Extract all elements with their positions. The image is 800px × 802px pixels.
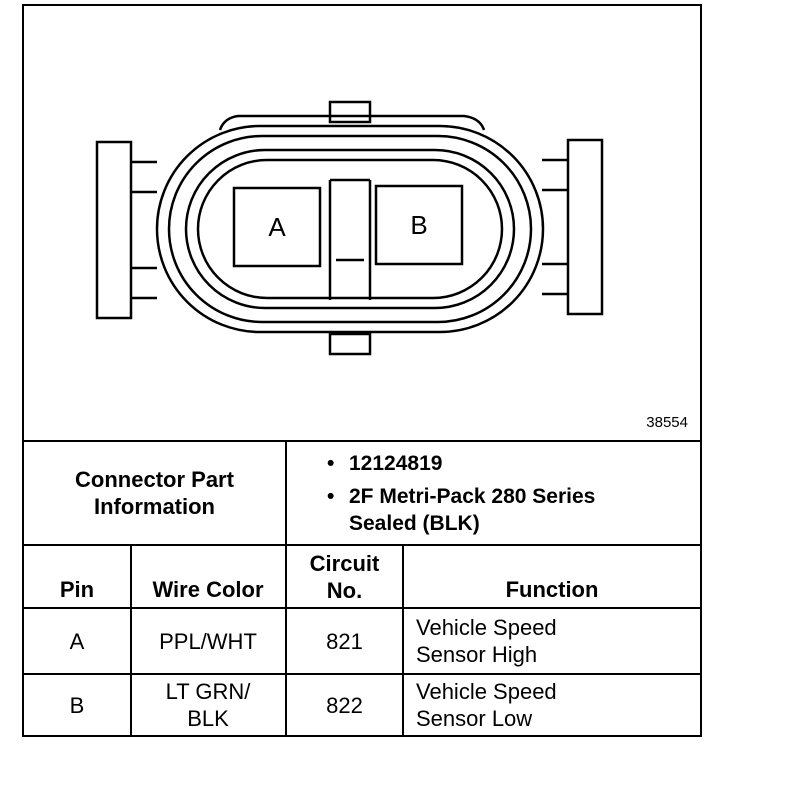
pin-b-cavity [374,184,464,266]
pin-a-cavity [232,186,322,268]
divider-vertical-circuit [402,546,404,735]
connector-info-label: Connector Part Information [75,467,234,519]
right-mounting-ear [566,138,604,316]
connector-series: 2F Metri-Pack 280 Series Sealed (BLK) [349,485,596,535]
part-number: 12124819 [349,452,443,475]
connector-info-list: • 12124819 • 2F Metri-Pack 280 Series Se… [327,450,657,543]
row-circuit-no: 821 [326,628,363,654]
list-item: • 2F Metri-Pack 280 Series Sealed (BLK) [327,483,657,537]
row-wire-color: PPL/WHT [159,628,257,654]
row-function: Vehicle Speed Sensor High [416,615,557,667]
list-item: • 12124819 [327,450,657,477]
bullet-icon: • [327,485,335,508]
header-wire-color: Wire Color [152,577,264,602]
header-circuit-no: Circuit No. [309,550,380,603]
figure-id: 38554 [646,414,688,431]
left-mounting-ear [95,140,133,320]
header-pin: Pin [59,577,95,602]
pin-a-label: A [268,212,286,242]
divider-info [24,544,700,546]
connector-diagram: A B 38554 [24,6,700,442]
row-pin: B [69,692,85,718]
row-function: Vehicle Speed Sensor Low [416,679,557,731]
divider-header [24,607,700,609]
row-pin: A [69,628,85,654]
top-lock-tab [328,100,372,124]
bullet-icon: • [327,452,335,475]
connector-drawing: A B [95,100,604,356]
row-wire-color: LT GRN/ BLK [165,679,251,731]
header-function: Function [505,577,599,602]
divider-row [24,673,700,675]
bottom-lock-tab [328,332,372,356]
divider-vertical-info [285,442,287,735]
row-circuit-no: 822 [326,692,363,718]
divider-vertical-pin [130,546,132,735]
pin-b-label: B [410,210,427,240]
divider-diagram [24,440,700,442]
connector-info-frame: A B 38554 Connector Part Information • 1… [22,4,702,737]
connector-body-outer [155,124,545,334]
